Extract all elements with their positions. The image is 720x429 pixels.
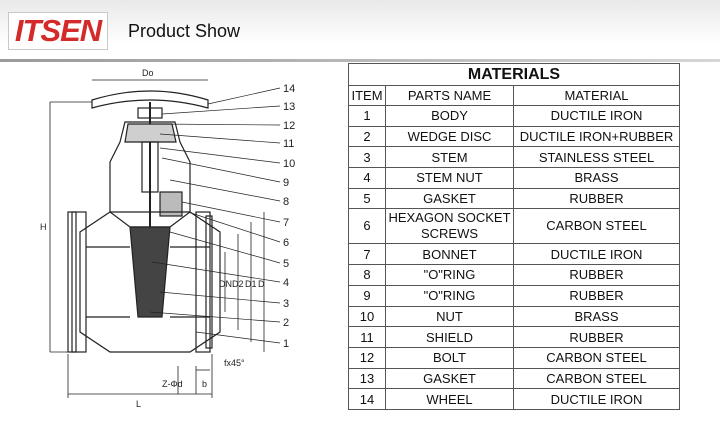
item-cell: 2 — [348, 125, 386, 148]
part-name-cell: "O"RING — [385, 264, 514, 286]
dim-do-label: Do — [142, 68, 154, 78]
materials-table: MATERIALS ITEM PARTS NAME MATERIAL 1 BOD… — [348, 63, 680, 410]
callout-3: 3 — [283, 298, 289, 310]
callout-2: 2 — [283, 317, 289, 329]
material-cell: CARBON STEEL — [513, 367, 680, 390]
table-row: 13 GASKET CARBON STEEL — [348, 367, 680, 390]
item-cell: 6 — [348, 208, 386, 245]
dim-l-label: L — [136, 399, 141, 409]
item-cell: 8 — [348, 264, 386, 286]
material-cell: BRASS — [513, 305, 680, 328]
part-name-cell: STEM — [385, 146, 514, 169]
callout-10: 10 — [283, 158, 295, 170]
material-cell: RUBBER — [513, 264, 680, 286]
material-cell: CARBON STEEL — [513, 346, 680, 369]
table-row: 9 "O"RING RUBBER — [348, 284, 680, 307]
callout-14: 14 — [283, 83, 295, 95]
dim-d-label: D — [258, 279, 265, 289]
dim-d1-label: D1 — [245, 279, 257, 289]
header-divider — [0, 59, 720, 62]
dim-d2-label: D2 — [232, 279, 244, 289]
material-cell: BRASS — [513, 167, 680, 189]
column-header-material: MATERIAL — [513, 85, 680, 106]
page-header: ITSEN Product Show — [0, 0, 720, 62]
part-name-cell: WHEEL — [385, 388, 514, 410]
item-cell: 4 — [348, 167, 386, 189]
table-row: 3 STEM STAINLESS STEEL — [348, 146, 680, 169]
callout-1: 1 — [283, 338, 289, 350]
dim-b-label: b — [202, 379, 207, 389]
material-cell: STAINLESS STEEL — [513, 146, 680, 169]
material-cell: DUCTILE IRON+RUBBER — [513, 125, 680, 148]
materials-title: MATERIALS — [348, 63, 680, 86]
table-row: 8 "O"RING RUBBER — [348, 264, 680, 286]
part-name-cell: STEM NUT — [385, 167, 514, 189]
item-cell: 7 — [348, 243, 386, 266]
item-cell: 9 — [348, 284, 386, 307]
table-row: 10 NUT BRASS — [348, 305, 680, 328]
material-cell: CARBON STEEL — [513, 208, 680, 245]
column-header-parts-name: PARTS NAME — [385, 85, 514, 106]
item-cell: 13 — [348, 367, 386, 390]
item-cell: 3 — [348, 146, 386, 169]
part-name-cell: BONNET — [385, 243, 514, 266]
material-cell: RUBBER — [513, 187, 680, 210]
column-header-item: ITEM — [348, 85, 386, 106]
table-row: 12 BOLT CARBON STEEL — [348, 346, 680, 369]
part-name-cell: NUT — [385, 305, 514, 328]
callout-11: 11 — [283, 138, 294, 150]
item-cell: 1 — [348, 105, 386, 127]
material-cell: RUBBER — [513, 326, 680, 348]
part-name-cell: GASKET — [385, 187, 514, 210]
brand-logo-text: ITSEN — [14, 13, 102, 48]
table-row: 7 BONNET DUCTILE IRON — [348, 243, 680, 266]
table-row: 2 WEDGE DISC DUCTILE IRON+RUBBER — [348, 125, 680, 148]
part-name-cell: BODY — [385, 105, 514, 127]
part-name-cell: SHIELD — [385, 326, 514, 348]
table-row: 1 BODY DUCTILE IRON — [348, 105, 680, 127]
callout-4: 4 — [283, 277, 289, 289]
brand-logo: ITSEN — [8, 12, 108, 50]
table-row: 14 WHEEL DUCTILE IRON — [348, 388, 680, 410]
item-cell: 14 — [348, 388, 386, 410]
gate-valve-drawing: Do H L DN D2 D1 D b fx45° Z-Φd 14 13 12 … — [40, 68, 295, 409]
item-cell: 5 — [348, 187, 386, 210]
item-cell: 11 — [348, 326, 386, 348]
callout-6: 6 — [283, 237, 289, 249]
material-cell: DUCTILE IRON — [513, 243, 680, 266]
material-cell: RUBBER — [513, 284, 680, 307]
dim-dn-label: DN — [219, 279, 232, 289]
table-row: 6 HEXAGON SOCKET SCREWS CARBON STEEL — [348, 208, 680, 245]
item-cell: 12 — [348, 346, 386, 369]
page-title: Product Show — [128, 21, 241, 41]
callout-7: 7 — [283, 217, 289, 229]
item-cell: 10 — [348, 305, 386, 328]
part-name-cell: WEDGE DISC — [385, 125, 514, 148]
table-row: 4 STEM NUT BRASS — [348, 167, 680, 189]
dim-h-label: H — [40, 222, 47, 232]
dim-zd-label: Z-Φd — [162, 379, 183, 389]
material-cell: DUCTILE IRON — [513, 388, 680, 410]
part-name-cell: GASKET — [385, 367, 514, 390]
callout-13: 13 — [283, 101, 295, 113]
part-name-cell: HEXAGON SOCKET SCREWS — [385, 208, 514, 245]
table-row: 5 GASKET RUBBER — [348, 187, 680, 210]
part-name-cell: "O"RING — [385, 284, 514, 307]
callout-9: 9 — [283, 177, 289, 189]
material-cell: DUCTILE IRON — [513, 105, 680, 127]
callout-8: 8 — [283, 196, 289, 208]
part-name-cell: BOLT — [385, 346, 514, 369]
table-row: 11 SHIELD RUBBER — [348, 326, 680, 348]
callout-5: 5 — [283, 258, 289, 270]
callout-12: 12 — [283, 120, 295, 132]
dim-f-label: fx45° — [224, 358, 245, 368]
